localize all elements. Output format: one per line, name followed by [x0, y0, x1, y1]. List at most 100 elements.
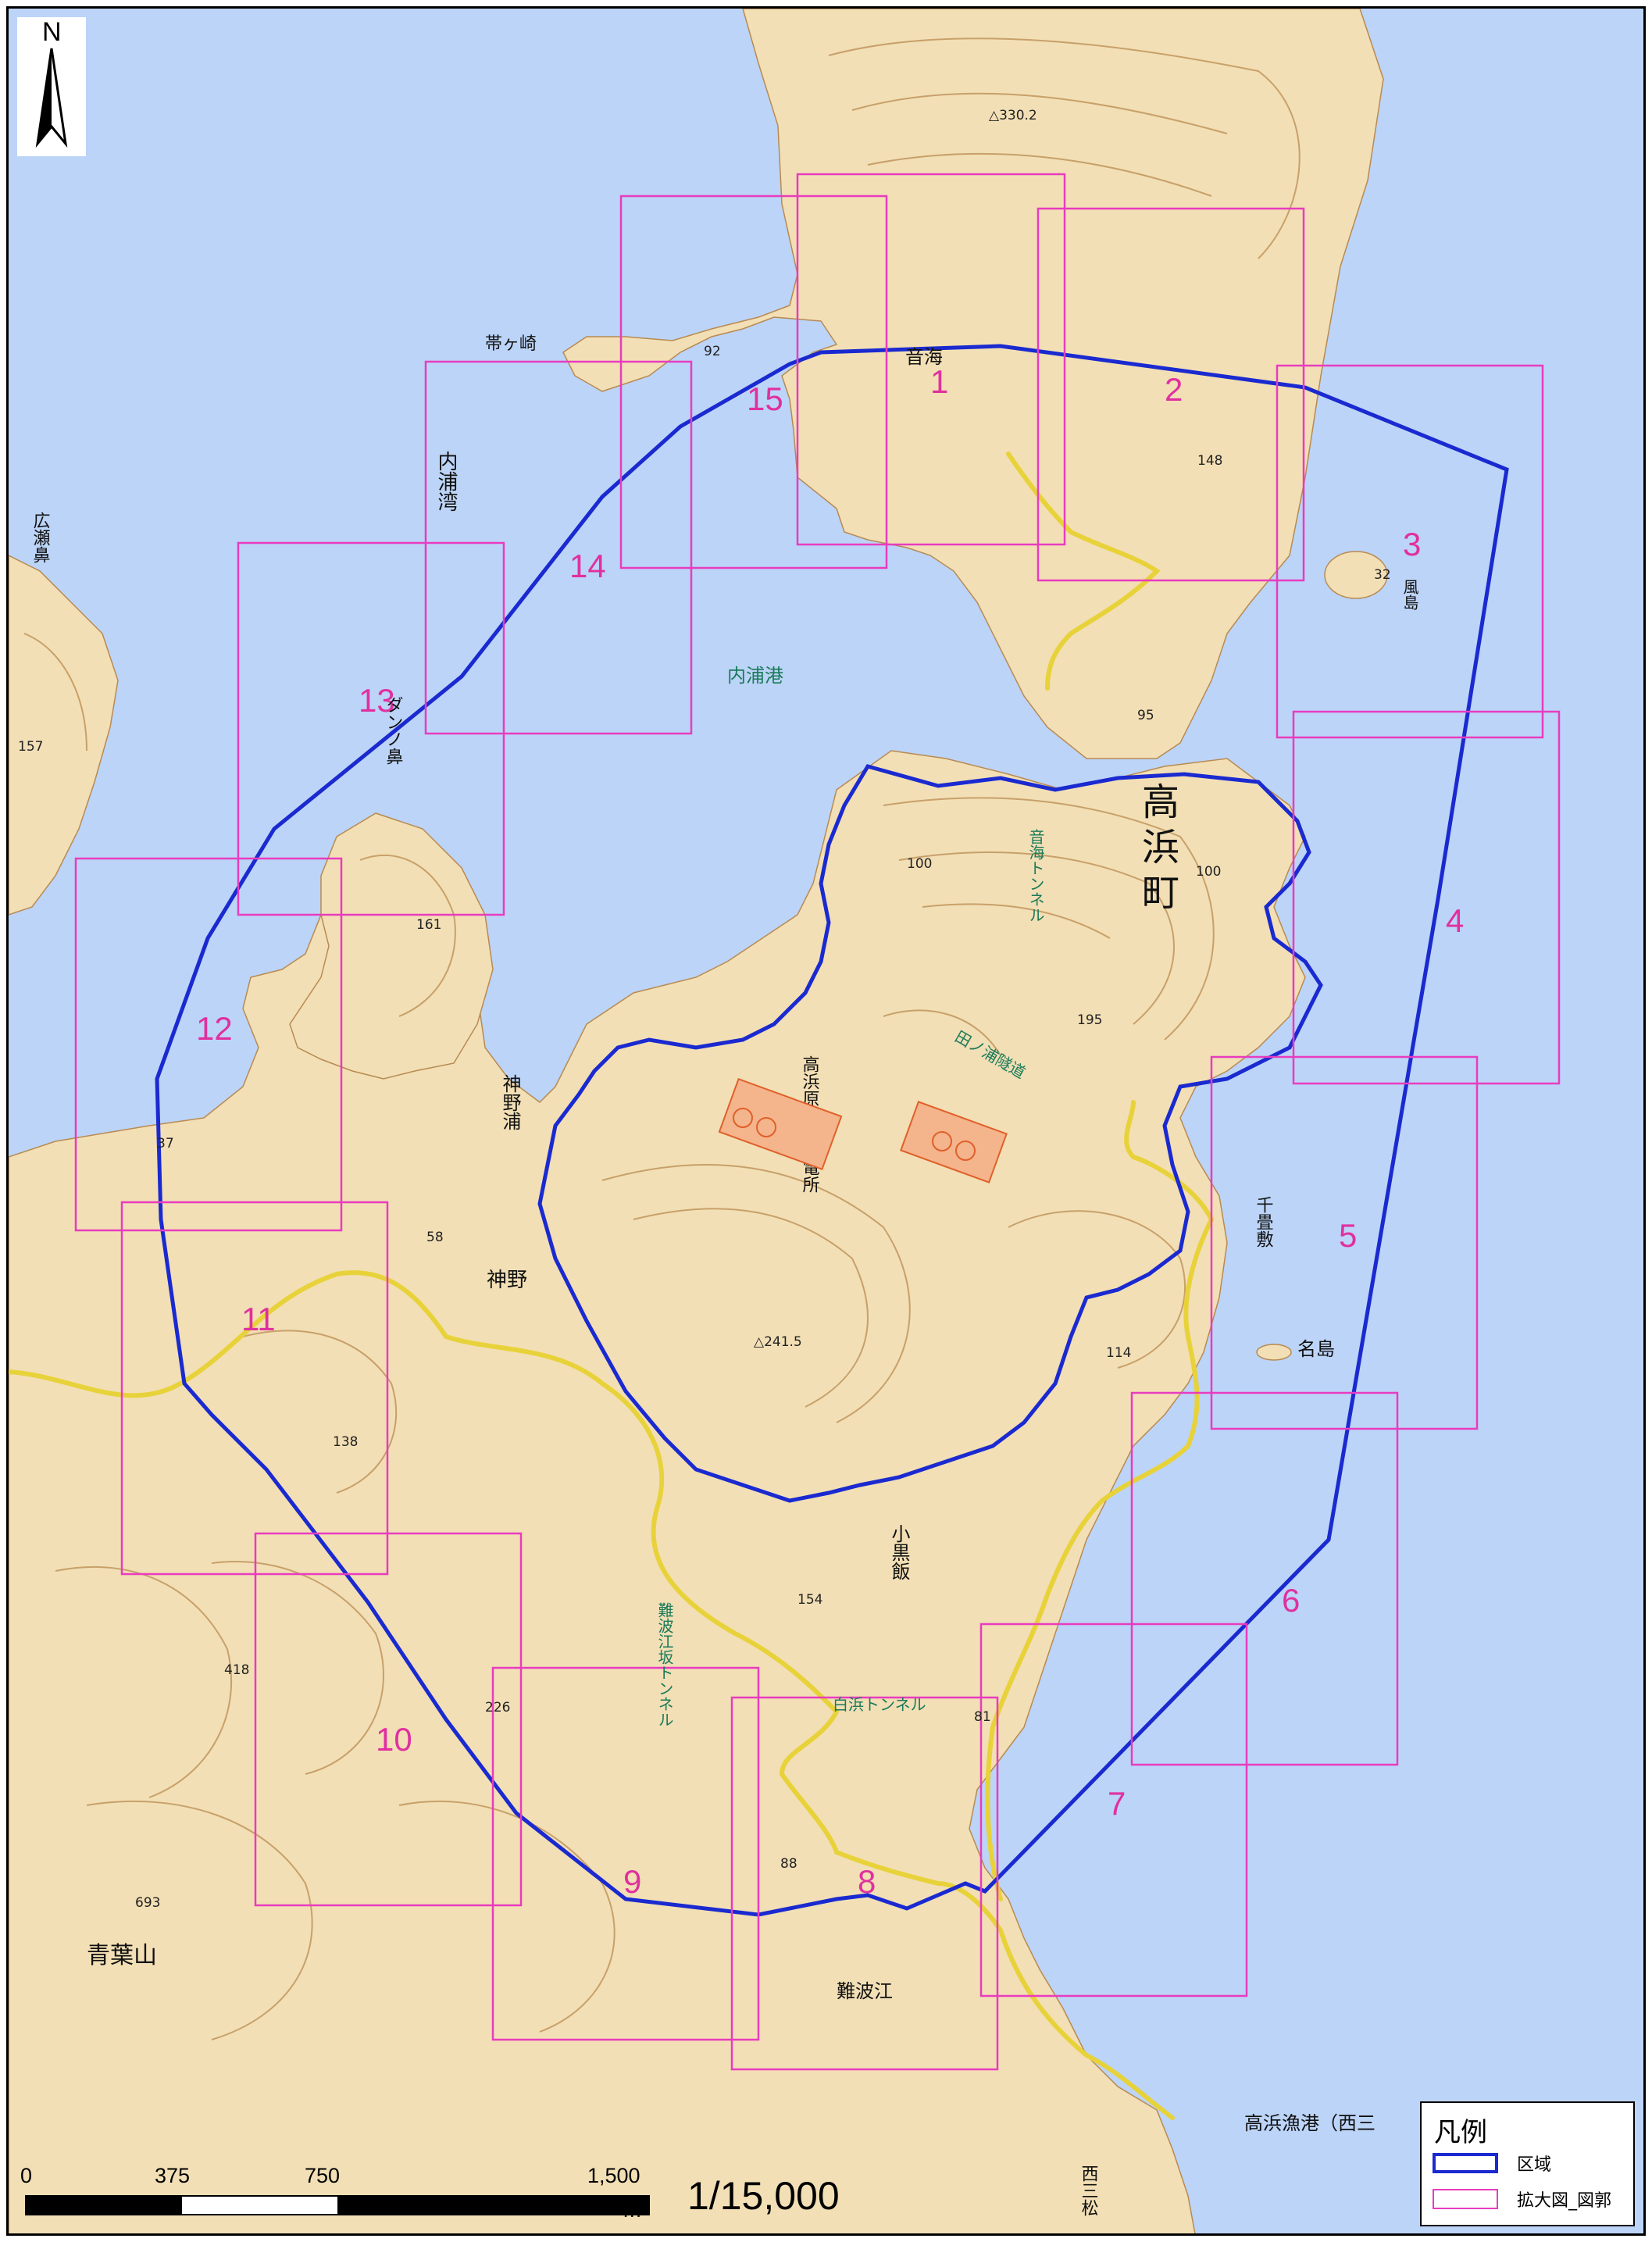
legend: 凡例 区域 拡大図_図郭 — [1420, 2101, 1635, 2226]
land-west-cape — [9, 555, 119, 916]
label-hirose-hana: 広瀬鼻 — [30, 512, 51, 563]
tile-11-frame — [120, 1201, 389, 1576]
tile-8-label: 8 — [858, 1863, 876, 1900]
label-kazejima: 風島 — [1400, 579, 1419, 610]
label-najima: 名島 — [1297, 1338, 1335, 1360]
land-kazejima-island — [1324, 551, 1388, 599]
legend-item-tile: 拡大図_図郭 — [1433, 2187, 1611, 2211]
elev-114: 114 — [1106, 1345, 1131, 1361]
place-labels: 音海 帯ヶ崎 神野 名島 難波江 青葉山 高浜漁港（西三 — [87, 334, 1375, 2134]
label-dan-no-hana: ダンノ鼻 — [384, 696, 403, 765]
tile-8-frame — [730, 1696, 999, 2071]
scale-tick-750: 750 — [305, 2164, 341, 2187]
tile-14-frame — [424, 360, 693, 735]
elev-154: 154 — [797, 1592, 822, 1608]
scale-tick-0: 0 — [20, 2164, 33, 2187]
label-shirahama-tunnel: 白浜トンネル — [833, 1695, 926, 1714]
tile-4-frame — [1292, 710, 1561, 1085]
map-frame: 1 2 3 4 5 6 7 8 9 10 11 12 13 14 15 音海 帯… — [6, 6, 1646, 2236]
elev-92: 92 — [704, 344, 721, 359]
elevation-points: △330.2 148 32 95 157 161 195 37 58 △241.… — [18, 108, 1391, 1911]
scale-tick-375: 375 — [155, 2164, 191, 2187]
land-najima-island — [1256, 1344, 1292, 1361]
elev-58: 58 — [426, 1230, 444, 1245]
road-otomi — [1006, 452, 1161, 691]
road-main — [9, 1270, 1175, 2120]
tile-5-label: 5 — [1339, 1217, 1357, 1254]
scale-tick-1500: 1,500 — [587, 2164, 640, 2187]
elev-195: 195 — [1077, 1012, 1102, 1028]
tile-14-label: 14 — [569, 548, 606, 584]
north-arrow-icon — [35, 48, 68, 148]
north-arrow: N — [17, 17, 86, 156]
vertical-place-labels: 高浜町 内浦湾 広瀬鼻 ダンノ鼻 神野浦 高浜原子力発電所 千畳敷 風島 小黒飯… — [30, 451, 1420, 2216]
scale-unit: m — [623, 2198, 641, 2222]
scale-ratio: 1/15,000 — [687, 2174, 840, 2218]
tile-1-label: 1 — [930, 363, 948, 400]
label-nishimimatsu: 西三松 — [1079, 2165, 1099, 2216]
elev-226: 226 — [485, 1700, 510, 1715]
scale-bar-graphic — [25, 2195, 650, 2215]
label-koguroi: 小黒飯 — [888, 1524, 910, 1580]
elev-100b: 100 — [1196, 864, 1221, 880]
elev-241: △241.5 — [754, 1334, 802, 1350]
elev-157: 157 — [18, 739, 43, 755]
label-kannoura: 神野浦 — [499, 1074, 521, 1130]
label-kanno: 神野 — [487, 1269, 527, 1292]
label-taigasaki: 帯ヶ崎 — [485, 334, 537, 354]
tile-15-frame — [619, 195, 888, 569]
land-north-peninsula — [562, 9, 1384, 759]
label-aobasan: 青葉山 — [87, 1942, 157, 1969]
tile-6-frame — [1130, 1391, 1399, 1766]
tile-4-label: 4 — [1446, 902, 1464, 939]
elev-88: 88 — [780, 1856, 797, 1872]
tile-2-label: 2 — [1165, 371, 1183, 408]
elev-100a: 100 — [907, 856, 932, 872]
elev-32: 32 — [1374, 567, 1391, 583]
area-boundary — [155, 344, 1509, 1917]
tile-6-label: 6 — [1282, 1582, 1300, 1619]
elev-37: 37 — [157, 1136, 174, 1151]
elev-95: 95 — [1137, 708, 1154, 723]
tile-12-label: 12 — [196, 1010, 233, 1047]
tile-numbers: 1 2 3 4 5 6 7 8 9 10 11 12 13 14 15 — [196, 363, 1464, 1900]
tile-7-label: 7 — [1108, 1785, 1126, 1822]
topographic-map[interactable]: 1 2 3 4 5 6 7 8 9 10 11 12 13 14 15 音海 帯… — [9, 9, 1646, 2236]
inner-boundary — [537, 764, 1323, 1503]
label-uchiura-port: 内浦港 — [727, 665, 783, 687]
legend-swatch-boundary — [1433, 2153, 1498, 2173]
label-takahama-town: 高浜町 — [1135, 782, 1179, 918]
elev-138: 138 — [333, 1434, 358, 1450]
tile-outlines — [74, 173, 1561, 2071]
label-chitatami: 千畳敷 — [1254, 1196, 1274, 1248]
elev-330: △330.2 — [989, 108, 1037, 123]
power-plant-buildings — [718, 1077, 1008, 1183]
north-label: N — [42, 17, 62, 47]
elev-693: 693 — [135, 1895, 160, 1911]
tile-1-frame — [796, 173, 1066, 546]
tile-2-frame — [1037, 207, 1305, 582]
tile-9-label: 9 — [623, 1863, 641, 1900]
label-otomi-tunnel: 音海トンネル — [1026, 829, 1045, 923]
legend-title: 凡例 — [1434, 2117, 1487, 2148]
tile-13-label: 13 — [359, 682, 395, 719]
tile-7-frame — [979, 1623, 1248, 1997]
elev-161: 161 — [416, 917, 441, 933]
legend-swatch-tile — [1433, 2189, 1498, 2209]
legend-item-boundary: 区域 — [1433, 2151, 1551, 2175]
tile-3-frame — [1276, 364, 1544, 739]
tile-3-label: 3 — [1403, 526, 1421, 562]
tile-12-frame — [74, 857, 343, 1232]
elev-81: 81 — [974, 1709, 991, 1725]
label-nanbae-tunnel: 難波江坂トンネル — [655, 1602, 674, 1727]
legend-label-boundary: 区域 — [1517, 2155, 1552, 2175]
scale-bar: 0 375 750 1,500 m 1/15,000 — [16, 2164, 906, 2234]
elev-418: 418 — [224, 1662, 249, 1678]
tile-9-frame — [491, 1666, 760, 2041]
tile-15-label: 15 — [747, 380, 783, 417]
label-nanbae: 難波江 — [837, 1980, 893, 2002]
label-uchiura-bay: 内浦湾 — [434, 451, 458, 512]
tile-13-frame — [237, 541, 505, 916]
contour-lines — [23, 37, 1301, 2040]
legend-label-tile: 拡大図_図郭 — [1517, 2191, 1612, 2211]
